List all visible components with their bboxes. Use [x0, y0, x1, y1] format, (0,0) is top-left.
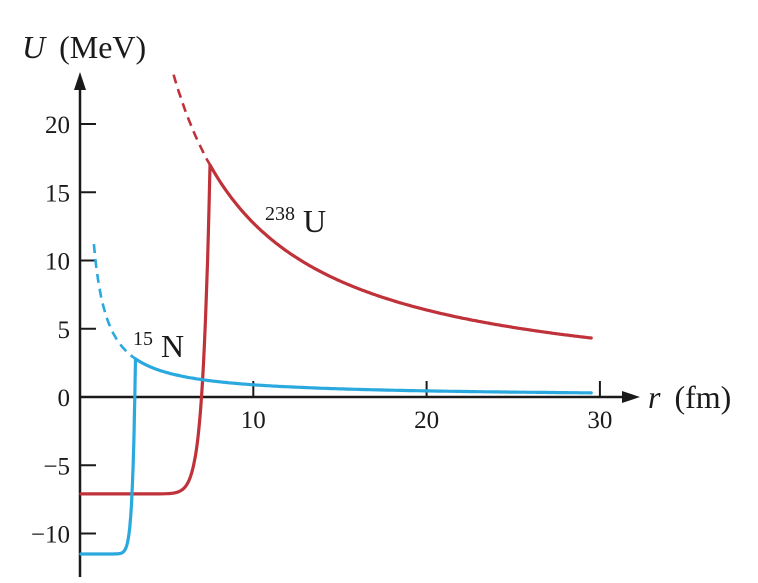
series-line-u238 [79, 163, 593, 496]
x-axis-title: r (fm) [648, 379, 731, 415]
u238-mass-number: 238 [265, 203, 295, 225]
x-ticks: 10 20 30 [241, 381, 612, 434]
y-tick-label: 10 [45, 249, 70, 276]
series-line-n15 [79, 357, 593, 556]
series-label-u238: 238 U [265, 191, 326, 239]
series-layer [79, 74, 593, 556]
n15-element: N [161, 328, 184, 364]
x-tick-label: 20 [414, 407, 439, 434]
y-tick-label: 15 [45, 180, 70, 207]
y-axis-arrow [74, 72, 86, 90]
x-axis-unit: (fm) [674, 379, 731, 415]
series-label-n15: 15 N [133, 316, 184, 364]
y-tick-label: −10 [31, 522, 70, 549]
y-axis-unit: (MeV) [59, 29, 146, 65]
y-axis-symbol: U [22, 29, 47, 65]
y-tick-label: −5 [43, 453, 70, 480]
x-tick-label: 30 [587, 407, 612, 434]
x-tick-label: 10 [241, 407, 266, 434]
n15-mass-number: 15 [133, 328, 153, 350]
x-axis-symbol: r [648, 379, 661, 415]
y-tick-label: 0 [58, 385, 71, 412]
y-tick-label: 5 [58, 317, 71, 344]
series-dashed-n15 [92, 243, 137, 360]
y-ticks: −10 −5 0 5 10 15 20 [31, 112, 96, 549]
x-axis-arrow [622, 391, 640, 403]
y-tick-label: 20 [45, 112, 70, 139]
series-dashed-u238 [172, 74, 212, 166]
u238-element: U [303, 203, 326, 239]
y-axis-title: U (MeV) [22, 29, 146, 65]
